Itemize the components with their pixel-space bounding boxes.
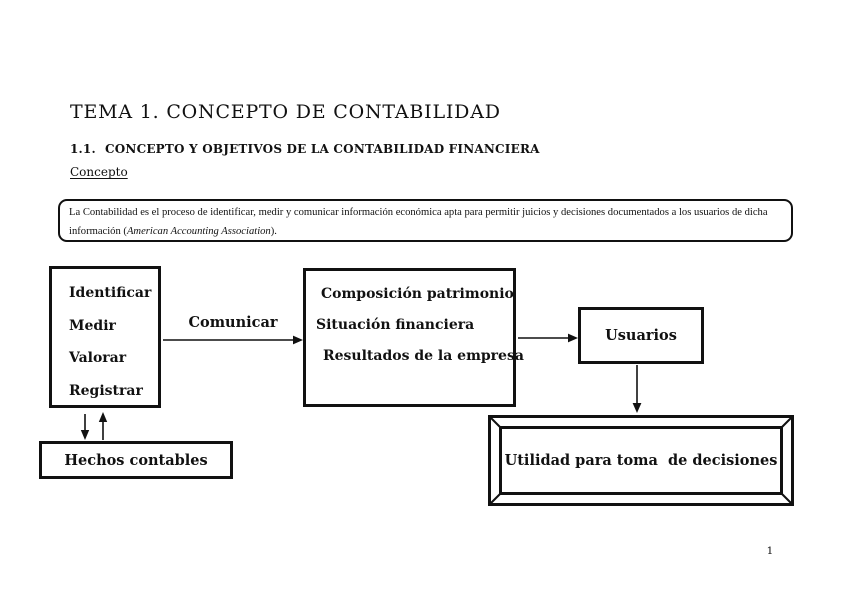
section-title: CONCEPTO Y OBJETIVOS DE LA CONTABILIDAD … [105, 142, 540, 156]
page-number: 1 [766, 545, 774, 557]
definition-text-main: La Contabilidad es el proceso de identif… [69, 207, 768, 237]
subheading-concepto: Concepto [70, 165, 128, 179]
process-item-registrar: Registrar [69, 382, 143, 399]
page-title: TEMA 1. CONCEPTO DE CONTABILIDAD [70, 101, 501, 123]
section-heading: 1.1. CONCEPTO Y OBJETIVOS DE LA CONTABILI… [70, 142, 540, 156]
utility-box-label: Utilidad para toma de decisiones [504, 452, 778, 469]
info-item-composicion: Composición patrimonio [321, 286, 514, 302]
section-number: 1.1. [70, 142, 96, 156]
info-item-situacion: Situación financiera [316, 317, 475, 333]
process-item-medir: Medir [69, 317, 116, 334]
process-item-valorar: Valorar [69, 350, 127, 366]
comunicar-arrow [163, 335, 303, 345]
process-box: Identificar Medir Valorar Registrar [49, 266, 161, 408]
info-to-users-arrow [518, 333, 578, 343]
definition-box: La Contabilidad es el proceso de identif… [58, 199, 793, 242]
comunicar-arrow-label: Comunicar [188, 314, 278, 331]
users-box: Usuarios [578, 307, 704, 364]
info-item-resultados: Resultados de la empresa [323, 348, 524, 364]
utility-box: Utilidad para toma de decisiones [488, 415, 794, 506]
process-item-identificar: Identificar [69, 285, 152, 301]
utility-box-3d-frame [488, 415, 794, 506]
process-to-facts-down-arrow [80, 414, 90, 440]
facts-to-process-up-arrow [98, 412, 108, 440]
info-box: Composición patrimonio Situación financi… [303, 268, 524, 407]
facts-box: Hechos contables [39, 441, 233, 479]
users-to-utility-arrow [632, 365, 642, 413]
definition-source-italic: American Accounting Association [126, 226, 271, 237]
definition-text: La Contabilidad es el proceso de identif… [69, 203, 781, 241]
definition-text-closing: ). [270, 226, 277, 237]
